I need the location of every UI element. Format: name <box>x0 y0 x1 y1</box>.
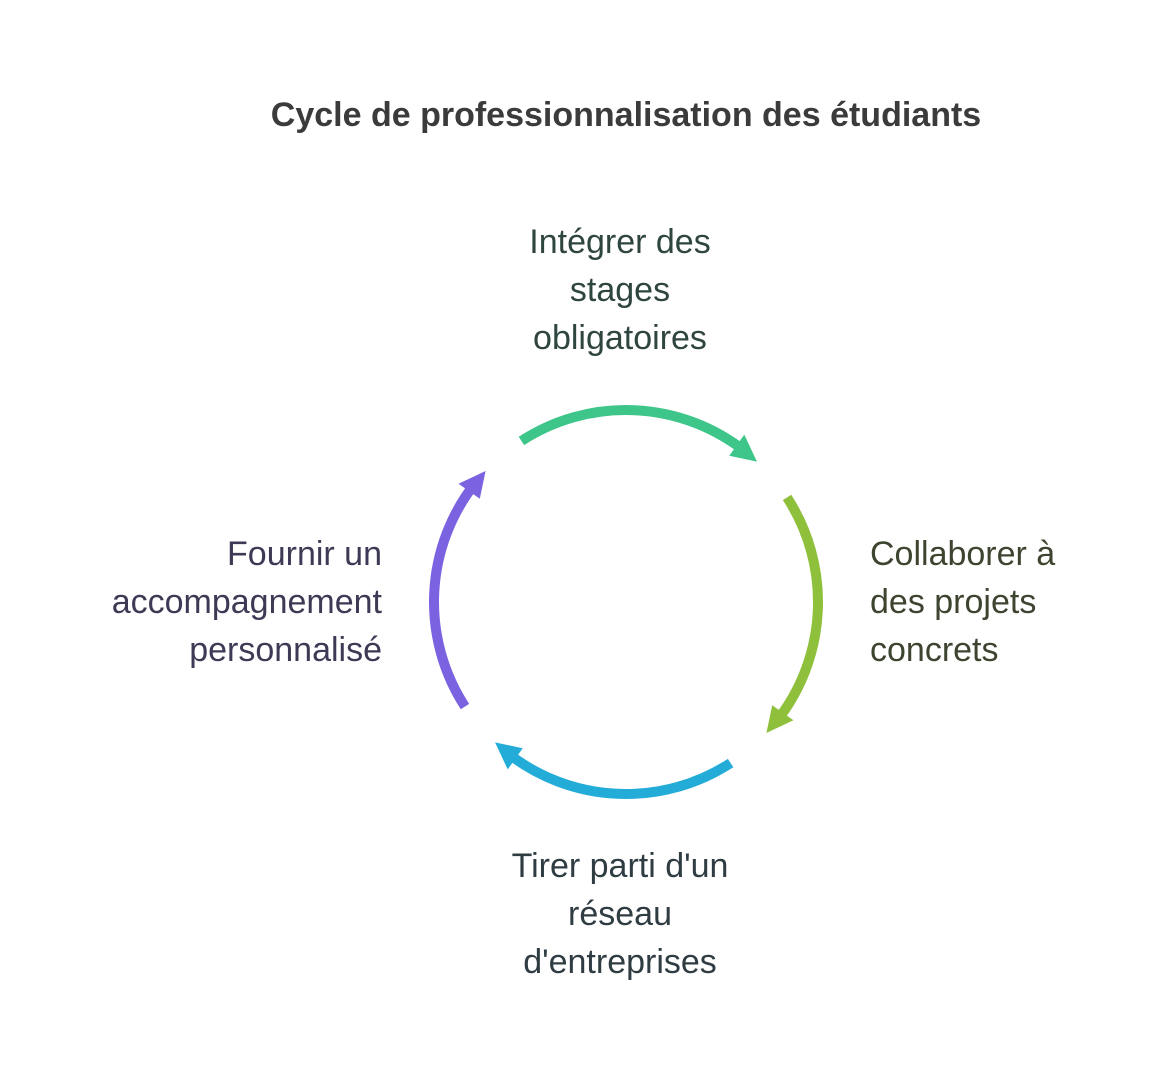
diagram-title: Cycle de professionnalisation des étudia… <box>270 96 982 134</box>
arrow-accompagnement-arc <box>429 479 480 710</box>
step-label-integrer-stages: Intégrer des stages obligatoires <box>529 223 711 357</box>
step-label-accompagnement: Fournir un accompagnement personnalisé <box>111 535 382 669</box>
step-label-reseau-entreprises: Tirer parti d'un réseau d'entreprises <box>511 847 729 981</box>
arrow-integrer-stages-arc <box>518 405 749 456</box>
arrow-accompagnement-head <box>458 471 486 499</box>
arrow-reseau-entreprises-arc <box>503 748 734 799</box>
arrow-collaborer-projets-head <box>766 705 794 733</box>
arrow-reseau-entreprises-head <box>495 742 523 770</box>
arrow-collaborer-projets-arc <box>772 494 823 725</box>
step-label-collaborer-projets: Collaborer à des projets concrets <box>870 535 1056 669</box>
arrow-integrer-stages-head <box>729 434 757 462</box>
